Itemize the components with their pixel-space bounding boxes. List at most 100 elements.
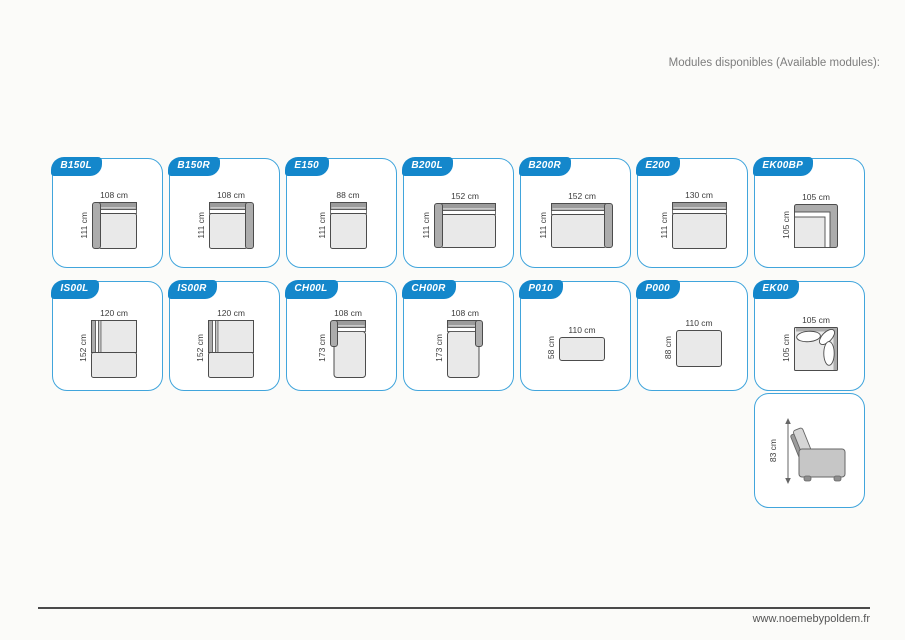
module-figure: 111 cm 108 cm xyxy=(170,159,279,267)
module-diagram xyxy=(551,203,613,248)
module-code-badge: B150L xyxy=(51,157,102,177)
module-code-badge: CH00R xyxy=(402,280,456,300)
module-figure-column: 152 cm xyxy=(551,191,613,248)
module-depth-label: 111 cm xyxy=(195,211,206,239)
module-width-label: 110 cm xyxy=(568,324,596,335)
module-code-badge: IS00R xyxy=(168,280,217,300)
module-figure-column: 130 cm xyxy=(671,190,727,249)
module-code-badge: EK00 xyxy=(753,280,799,300)
module-diagram xyxy=(208,319,254,378)
module-diagram xyxy=(330,319,366,378)
module-figure: 111 cm 152 cm xyxy=(521,159,630,267)
module-depth-label: 111 cm xyxy=(316,211,327,239)
modules-row-2: IS00L 152 cm 120 cm IS00R 152 cm 120 cm … xyxy=(51,280,865,391)
module-figure: 173 cm 108 cm xyxy=(287,282,396,390)
module-diagram xyxy=(91,319,137,378)
module-figure: 105 cm 105 cm xyxy=(755,159,864,267)
module-card-CH00R: CH00R 173 cm 108 cm xyxy=(402,280,514,391)
module-depth-label: 111 cm xyxy=(658,211,669,239)
module-width-label: 108 cm xyxy=(451,307,479,318)
module-figure: 111 cm 152 cm xyxy=(404,159,513,267)
module-figure: 173 cm 108 cm xyxy=(404,282,513,390)
module-figure-column: 120 cm xyxy=(208,308,254,378)
module-width-label: 152 cm xyxy=(568,191,596,201)
module-depth-label: 173 cm xyxy=(317,334,327,362)
module-depth-label: 111 cm xyxy=(421,211,431,239)
module-figure-column: 88 cm xyxy=(329,190,367,249)
module-figure: 105 cm 105 cm xyxy=(755,282,864,390)
module-width-label: 120 cm xyxy=(217,307,245,318)
module-figure-column: 108 cm xyxy=(447,308,483,378)
module-figure-column: 105 cm xyxy=(794,192,838,248)
module-depth-label: 58 cm xyxy=(546,336,556,360)
module-depth-label: 105 cm xyxy=(781,211,791,239)
module-code-badge: B200R xyxy=(519,157,572,177)
sofa-side-view-card: 83 cm xyxy=(754,393,865,508)
module-figure-column: 120 cm xyxy=(91,308,137,378)
module-width-label: 105 cm xyxy=(802,191,830,202)
module-diagram xyxy=(671,202,727,249)
module-diagram xyxy=(208,202,254,249)
footer-divider xyxy=(38,607,870,609)
module-card-B150R: B150R 111 cm 108 cm xyxy=(168,157,280,268)
page-title: Modules disponibles (Available modules): xyxy=(668,57,880,69)
module-width-label: 108 cm xyxy=(100,190,128,200)
module-code-badge: P000 xyxy=(636,280,680,300)
module-figure: 111 cm 108 cm xyxy=(53,159,162,267)
module-figure-column: 110 cm xyxy=(676,318,722,367)
module-width-label: 130 cm xyxy=(685,190,713,200)
module-diagram xyxy=(329,202,367,249)
module-diagram xyxy=(559,336,605,361)
module-width-label: 108 cm xyxy=(334,307,362,318)
module-depth-label: 111 cm xyxy=(538,211,548,239)
module-diagram xyxy=(794,203,838,248)
module-code-badge: B150R xyxy=(168,157,221,177)
module-card-IS00R: IS00R 152 cm 120 cm xyxy=(168,280,280,391)
module-depth-label: 111 cm xyxy=(78,211,89,239)
module-width-label: 110 cm xyxy=(685,318,713,328)
module-depth-label: 173 cm xyxy=(434,334,444,362)
module-card-CH00L: CH00L 173 cm 108 cm xyxy=(285,280,397,391)
module-figure-column: 110 cm xyxy=(559,325,605,361)
module-card-EK00BP: EK00BP 105 cm 105 cm xyxy=(753,157,865,268)
modules-row-1: B150L 111 cm 108 cm B150R 111 cm 108 cm … xyxy=(51,157,865,268)
module-depth-label: 152 cm xyxy=(195,334,205,362)
module-card-E200: E200 111 cm 130 cm xyxy=(636,157,748,268)
module-code-badge: E150 xyxy=(285,157,329,177)
module-code-badge: P010 xyxy=(519,280,563,300)
module-depth-label: 152 cm xyxy=(78,334,88,362)
footer-website-link[interactable]: www.noemebypoldem.fr xyxy=(752,613,870,625)
sofa-side-view-figure: 83 cm xyxy=(755,394,864,507)
module-card-IS00L: IS00L 152 cm 120 cm xyxy=(51,280,163,391)
module-width-label: 120 cm xyxy=(100,307,128,318)
module-figure-column: 108 cm xyxy=(330,308,366,378)
module-figure-column: 108 cm xyxy=(208,190,254,249)
module-figure: 111 cm 88 cm xyxy=(287,159,396,267)
module-diagram xyxy=(91,202,137,249)
module-depth-label: 88 cm xyxy=(663,336,673,360)
module-code-badge: CH00L xyxy=(285,280,338,300)
module-card-P000: P000 88 cm 110 cm xyxy=(636,280,748,391)
module-figure: 88 cm 110 cm xyxy=(638,282,747,390)
module-card-EK00: EK00 105 cm 105 cm xyxy=(753,280,865,391)
module-figure: 58 cm 110 cm xyxy=(521,282,630,390)
module-card-E150: E150 111 cm 88 cm xyxy=(285,157,397,268)
module-card-B200R: B200R 111 cm 152 cm xyxy=(519,157,631,268)
module-card-B200L: B200L 111 cm 152 cm xyxy=(402,157,514,268)
module-width-label: 105 cm xyxy=(802,314,830,325)
module-width-label: 108 cm xyxy=(217,190,245,200)
sofa-height-label: 83 cm xyxy=(768,438,778,463)
module-figure: 152 cm 120 cm xyxy=(170,282,279,390)
sofa-side-view-diagram xyxy=(779,414,851,488)
module-diagram xyxy=(447,319,483,378)
module-diagram xyxy=(794,326,838,371)
module-code-badge: B200L xyxy=(402,157,453,177)
module-width-label: 152 cm xyxy=(451,191,479,201)
module-card-B150L: B150L 111 cm 108 cm xyxy=(51,157,163,268)
module-figure-column: 105 cm xyxy=(794,315,838,371)
module-code-badge: IS00L xyxy=(51,280,99,300)
module-figure-column: 108 cm xyxy=(91,190,137,249)
module-diagram xyxy=(676,330,722,367)
module-figure: 111 cm 130 cm xyxy=(638,159,747,267)
